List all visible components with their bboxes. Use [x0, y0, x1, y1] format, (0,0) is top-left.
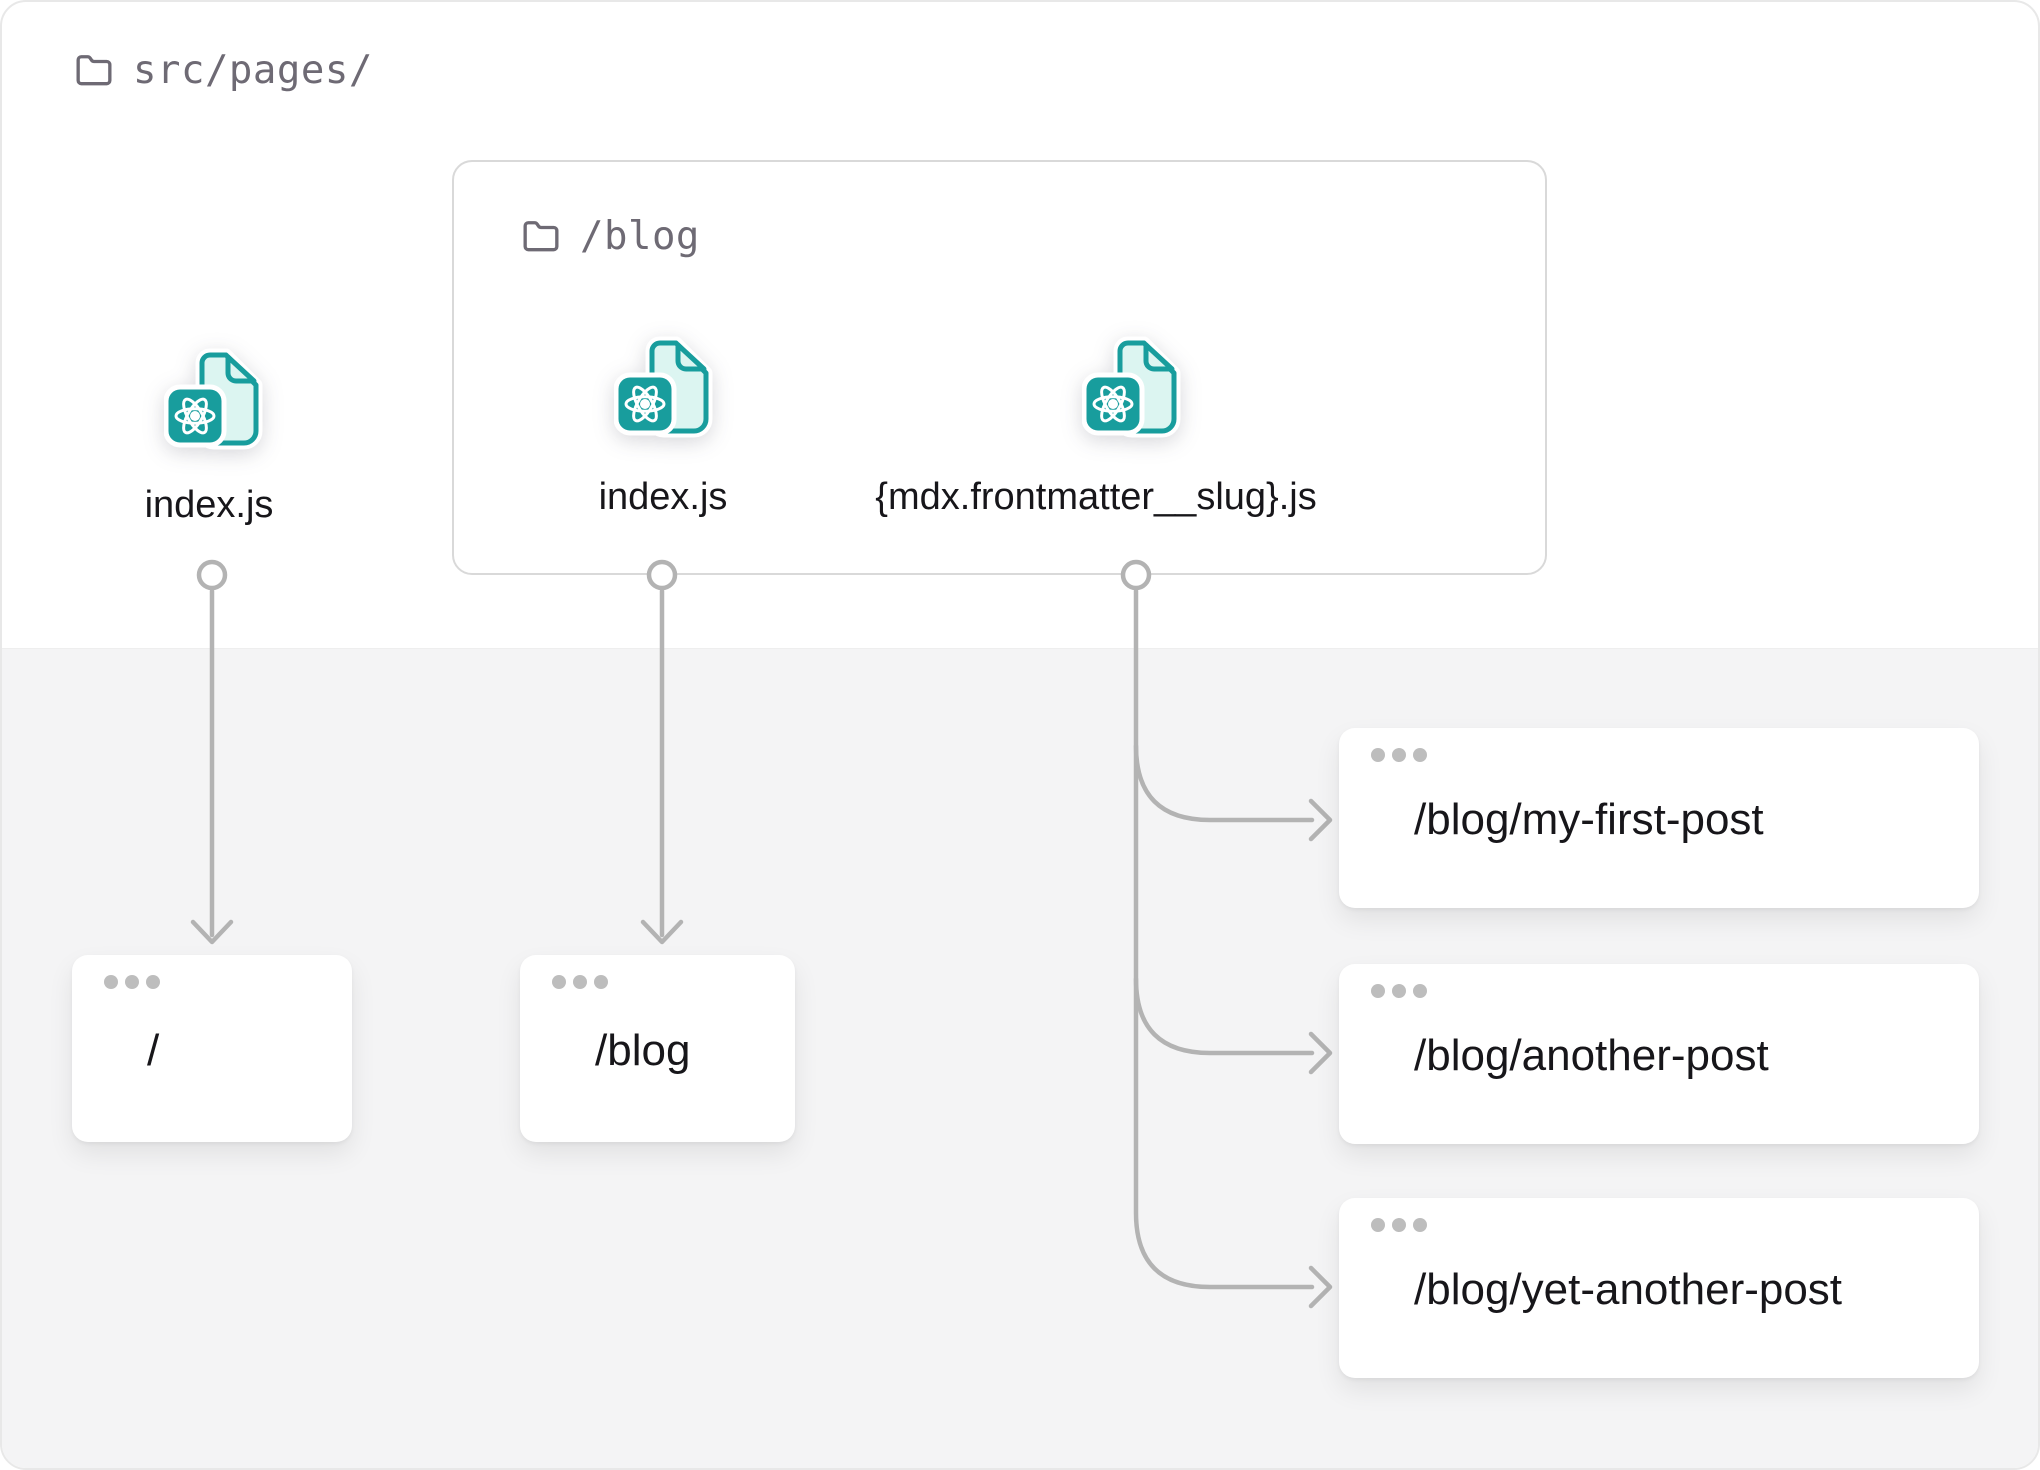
route-card-home: /	[72, 955, 352, 1142]
blog-folder-box	[452, 160, 1547, 575]
file-label-root-index: index.js	[144, 484, 274, 526]
file-label-blog-index: index.js	[598, 476, 728, 518]
blog-folder-label: /blog	[580, 214, 700, 259]
folder-icon	[75, 52, 113, 90]
route-card-another-post: /blog/another-post	[1339, 964, 1979, 1144]
blog-folder-header: /blog	[522, 214, 700, 259]
file-label-blog-slug: {mdx.frontmatter__slug}.js	[875, 476, 1317, 518]
route-path: /blog/another-post	[1414, 1031, 1769, 1080]
browser-window-dots-icon	[1371, 984, 1427, 998]
src-pages-folder-header: src/pages/	[75, 48, 373, 93]
react-file-icon	[164, 347, 264, 453]
route-card-yet-another-post: /blog/yet-another-post	[1339, 1198, 1979, 1378]
browser-window-dots-icon	[552, 975, 608, 989]
react-file-icon	[1082, 335, 1182, 441]
browser-window-dots-icon	[1371, 748, 1427, 762]
route-path: /blog/my-first-post	[1414, 795, 1764, 844]
src-pages-folder-label: src/pages/	[133, 48, 373, 93]
react-file-icon	[614, 335, 714, 441]
browser-window-dots-icon	[104, 975, 160, 989]
route-path: /blog/yet-another-post	[1414, 1265, 1843, 1314]
folder-icon	[522, 218, 560, 256]
route-card-my-first-post: /blog/my-first-post	[1339, 728, 1979, 908]
route-path: /blog	[595, 1025, 691, 1075]
route-card-blog: /blog	[520, 955, 795, 1142]
browser-window-dots-icon	[1371, 1218, 1427, 1232]
port-root-index	[196, 559, 228, 591]
route-path: /	[147, 1025, 160, 1075]
